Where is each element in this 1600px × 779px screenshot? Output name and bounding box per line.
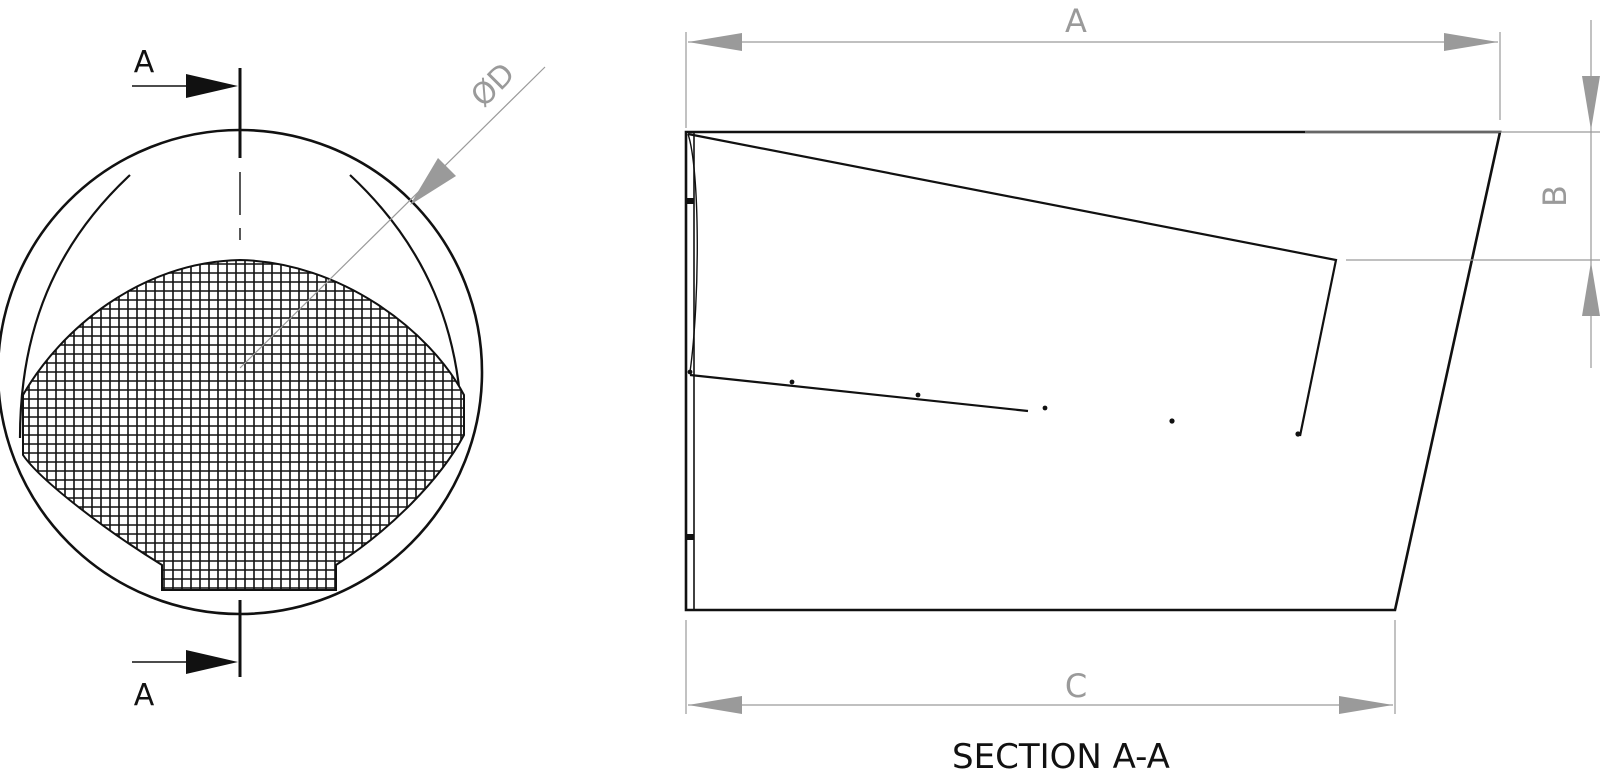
section-mark-bottom: A <box>134 678 155 713</box>
section-arrow-top <box>132 74 238 98</box>
section-view: A C B SECTION A-A <box>684 2 1600 777</box>
mesh-outline <box>22 258 465 591</box>
dimension-b-label: B <box>1536 185 1574 207</box>
diameter-label: ØD <box>464 56 522 114</box>
dimension-a <box>685 32 1501 128</box>
section-mark-top: A <box>134 45 155 80</box>
mesh-grid <box>23 260 464 590</box>
dimension-c-label: C <box>1065 667 1087 705</box>
mesh-screen <box>22 258 465 591</box>
body-outline <box>684 130 1502 612</box>
dim-arrowhead-left-icon <box>688 696 742 714</box>
baffle-lower-line <box>689 373 1029 413</box>
dim-arrowhead-right-icon <box>1444 33 1498 51</box>
dimension-a-label: A <box>1065 2 1087 40</box>
inlet-lip <box>687 133 698 373</box>
mesh-grid-lines <box>23 260 464 590</box>
section-arrow-bottom <box>132 650 238 674</box>
arrowhead-right-icon <box>186 74 238 98</box>
arrowhead-right-icon <box>186 650 238 674</box>
section-title: SECTION A-A <box>952 737 1170 777</box>
inner-arc-left <box>18 174 131 439</box>
inlet-tab-lower <box>686 534 694 540</box>
end-view: A A ØD <box>0 45 546 713</box>
diameter-leader <box>239 66 546 369</box>
dim-arrowhead-right-icon <box>1339 696 1393 714</box>
perforation-dots <box>687 369 1301 437</box>
inlet-tab-upper <box>686 198 694 204</box>
dimension-b <box>1305 20 1600 368</box>
dim-arrowhead-up-icon <box>1582 262 1600 316</box>
dimension-c <box>685 620 1396 714</box>
dim-arrowhead-down-icon <box>1582 76 1600 130</box>
baffle-upper-line <box>687 132 1338 437</box>
leader-arrowhead-icon <box>410 158 456 205</box>
dim-arrowhead-left-icon <box>688 33 742 51</box>
